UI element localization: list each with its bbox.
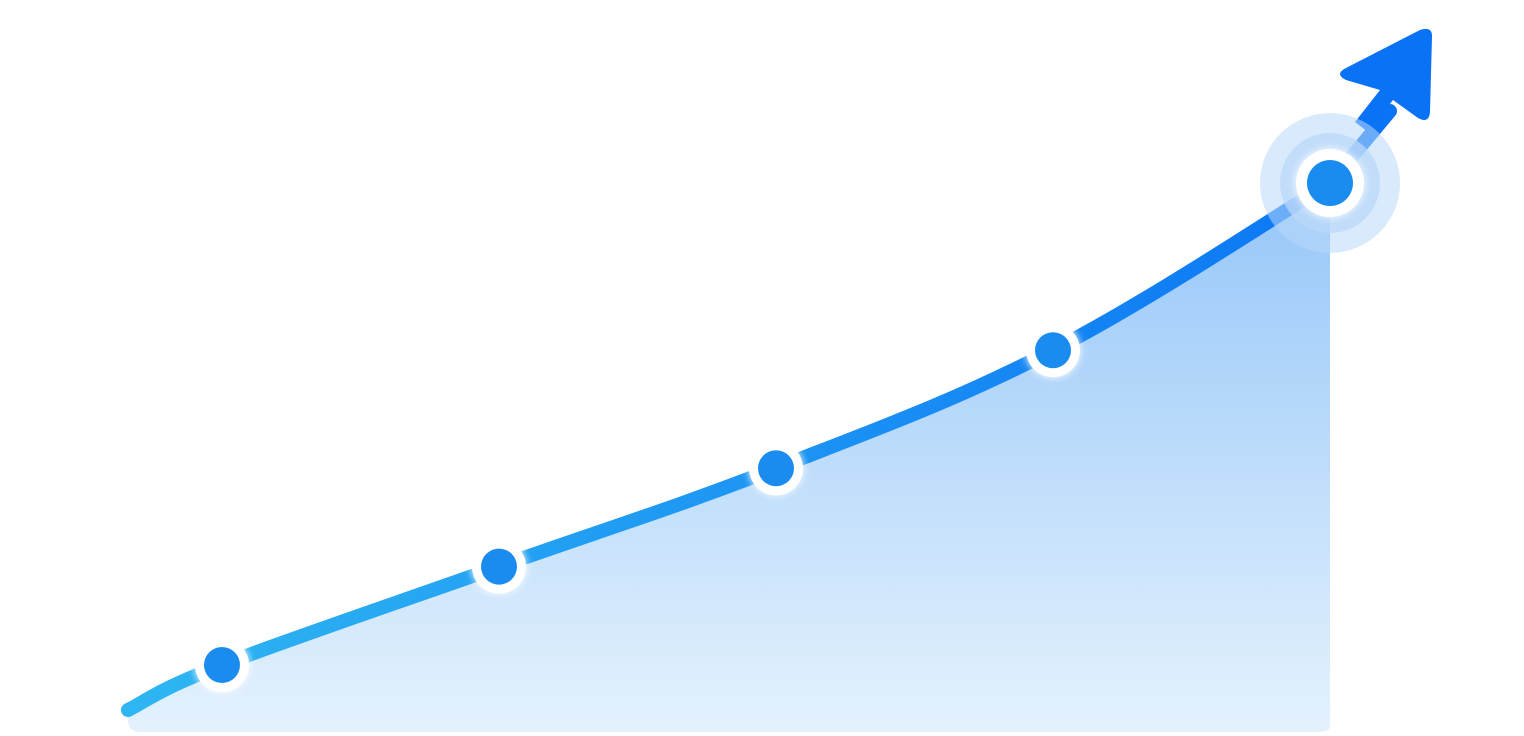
data-point-dot [758, 450, 794, 487]
arrow-up-right-icon [1340, 28, 1432, 132]
data-point [195, 638, 249, 692]
data-points [195, 113, 1400, 692]
data-point-dot [481, 548, 517, 585]
data-point [1026, 323, 1080, 378]
data-point-dot [204, 647, 240, 683]
area-fill [128, 183, 1330, 732]
data-point-dot [1307, 160, 1353, 206]
data-point-dot [1035, 332, 1071, 369]
data-point [1260, 113, 1400, 253]
data-point [472, 539, 526, 594]
data-point [749, 441, 803, 496]
